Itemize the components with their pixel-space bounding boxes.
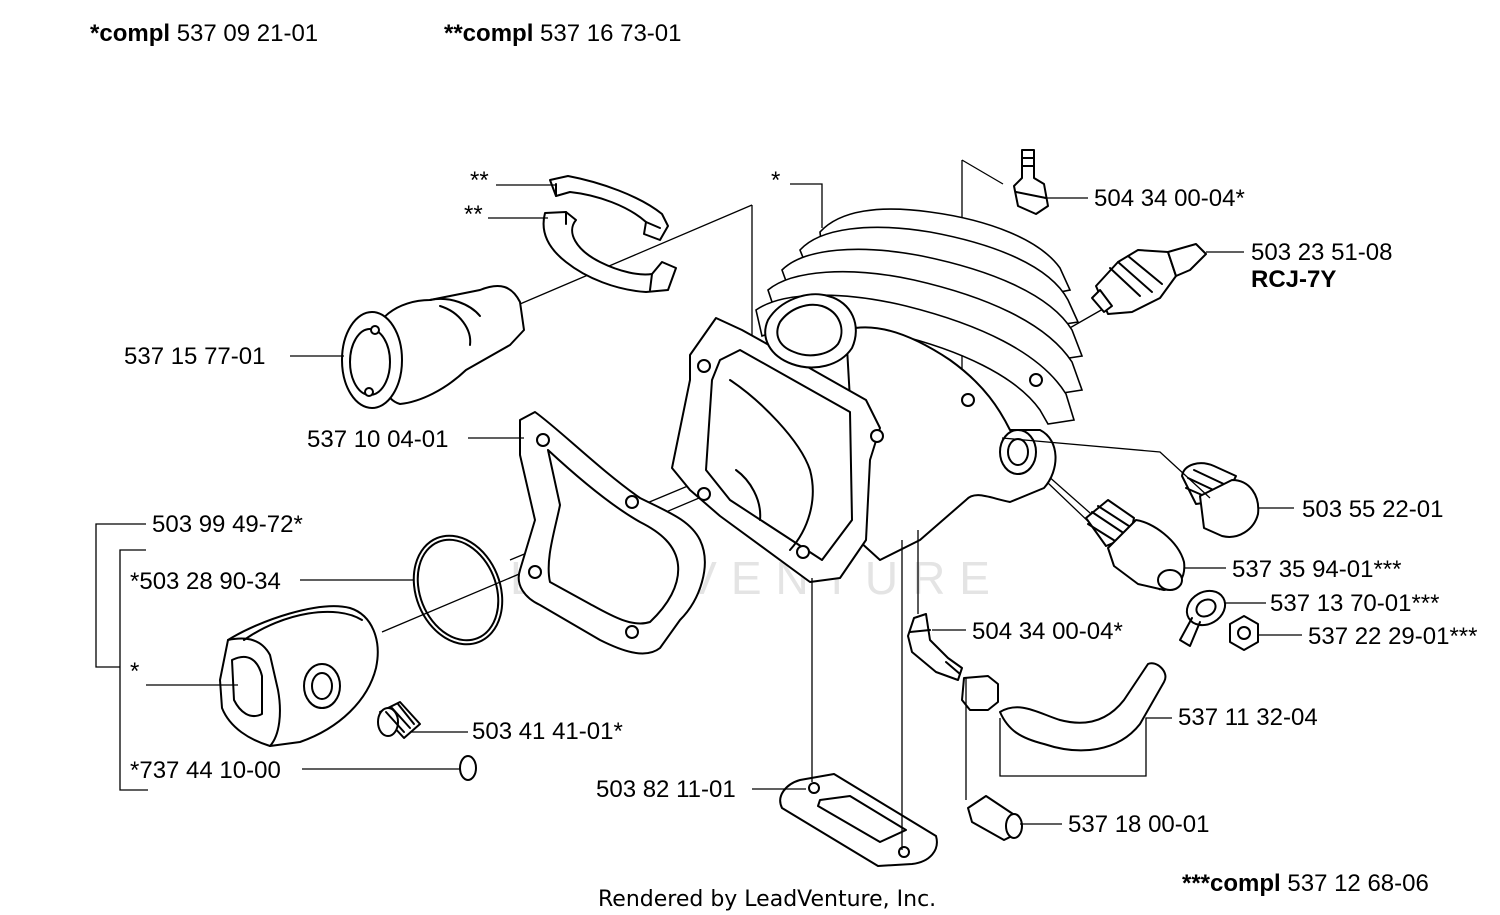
base-gasket [779, 773, 938, 867]
callout-ring: *503 28 90-34 [130, 568, 281, 595]
kit-label-3: ***compl 537 12 68-06 [1182, 870, 1429, 897]
impulse-nipple-top [1013, 149, 1049, 215]
callout-piston-set: 503 99 49-72* [152, 511, 303, 538]
callout-clip-top: ** [470, 167, 489, 194]
decompression-valve [1085, 499, 1186, 591]
callout-filter: 537 18 00-01 [1068, 811, 1209, 838]
fuel-filter [967, 795, 1023, 841]
callout-bolt: 537 22 29-01*** [1308, 623, 1477, 650]
callout-plug: 503 55 22-01 [1302, 496, 1443, 523]
intake-clip-lower [542, 211, 677, 293]
piston [219, 605, 379, 747]
callout-gasket-intake: 537 10 04-01 [307, 426, 448, 453]
callout-nipple-top: 504 34 00-04* [1094, 185, 1245, 212]
callout-pin: *737 44 10-00 [130, 757, 281, 784]
kit-label-2: **compl 537 16 73-01 [444, 20, 682, 47]
cylinder [671, 208, 1084, 583]
spark-plug [1091, 243, 1207, 315]
needle-bearing [377, 701, 421, 739]
callout-washer: 537 13 70-01*** [1270, 590, 1439, 617]
impulse-hose [961, 662, 1167, 752]
banjo-bolt [1229, 615, 1259, 651]
callout-valve: 537 35 94-01*** [1232, 556, 1401, 583]
credit-text: Rendered by LeadVenture, Inc. [598, 887, 936, 912]
piston-ring [412, 534, 504, 646]
intake-manifold [341, 285, 525, 409]
leader-lines [95, 183, 1302, 850]
callout-piston: * [130, 658, 139, 685]
intake-gasket [517, 411, 706, 655]
callout-spark-plug-type: RCJ-7Y [1251, 266, 1336, 293]
kit-label-1: *compl 537 09 21-01 [90, 20, 318, 47]
callout-intake: 537 15 77-01 [124, 343, 265, 370]
impulse-nipple-lower [907, 613, 963, 681]
callout-nipple-mid: 504 34 00-04* [972, 618, 1123, 645]
circlip [459, 755, 477, 781]
callout-spark-plug: 503 23 51-08 [1251, 239, 1392, 266]
callout-bearing: 503 41 41-01* [472, 718, 623, 745]
cylinder-plug [1181, 462, 1260, 538]
callout-cylinder: * [771, 167, 780, 194]
intake-clip-upper [549, 175, 669, 241]
banjo-washer [1179, 589, 1227, 647]
callout-gasket-base: 503 82 11-01 [596, 776, 736, 803]
callout-hose: 537 11 32-04 [1178, 704, 1318, 731]
callout-clip-bottom: ** [464, 201, 483, 228]
